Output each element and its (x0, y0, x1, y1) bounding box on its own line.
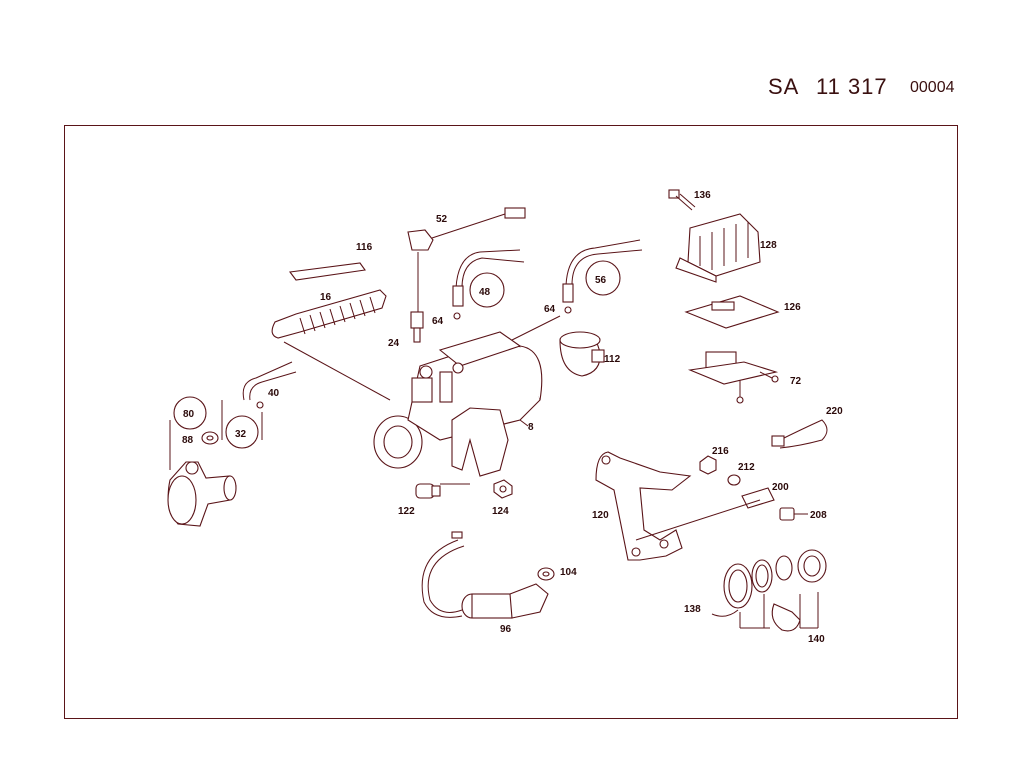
part-116-plate[interactable] (288, 262, 366, 281)
header-prefix: SA (768, 74, 800, 99)
part-136-bolt[interactable] (668, 189, 696, 211)
part-52-sensor-cable[interactable] (407, 207, 526, 312)
callout-122: 122 (398, 506, 415, 517)
callout-136: 136 (694, 190, 711, 201)
part-80-callout[interactable] (169, 396, 207, 470)
part-122-mount[interactable] (415, 483, 441, 499)
callout-124: 124 (492, 506, 509, 517)
part-200-plate[interactable] (741, 487, 775, 509)
part-72-module[interactable] (687, 351, 779, 404)
part-32-callout[interactable] (221, 400, 263, 449)
header-number: 11 317 (816, 74, 888, 99)
callout-64-left: 64 (432, 316, 444, 327)
diagram-frame (64, 125, 958, 719)
callout-64-right: 64 (544, 304, 556, 315)
callout-126: 126 (784, 302, 801, 313)
part-216-nut[interactable] (699, 455, 717, 475)
callout-216: 216 (712, 446, 729, 457)
part-126-bracket[interactable] (684, 295, 780, 329)
callout-72: 72 (790, 376, 802, 387)
callout-200: 200 (772, 482, 789, 493)
part-80-housing[interactable] (167, 461, 237, 527)
part-120-bracket[interactable] (595, 451, 761, 561)
callout-96: 96 (500, 624, 512, 635)
part-208-bolt[interactable] (779, 507, 808, 521)
part-48-cable[interactable] (452, 249, 525, 320)
part-140-spanner[interactable] (739, 592, 819, 632)
part-88-washer[interactable] (201, 431, 219, 445)
part-138-rings[interactable] (711, 549, 827, 617)
callout-104: 104 (560, 567, 577, 578)
callout-52: 52 (436, 214, 448, 225)
part-128-connector-block[interactable] (675, 213, 761, 283)
part-56-cable[interactable] (562, 239, 643, 314)
callout-48: 48 (479, 287, 491, 298)
callout-128: 128 (760, 240, 777, 251)
part-40-cable[interactable] (242, 361, 297, 409)
part-112-clamp[interactable] (559, 331, 605, 377)
header-code: 00004 (910, 79, 955, 96)
callout-88: 88 (182, 435, 194, 446)
callout-labels: 116 16 52 24 64 48 64 56 136 128 126 112… (182, 190, 843, 645)
part-212-washer[interactable] (727, 474, 741, 486)
callout-112: 112 (604, 354, 621, 365)
callout-212: 212 (738, 462, 755, 473)
callout-80: 80 (183, 409, 195, 420)
callout-208: 208 (810, 510, 827, 521)
part-8-heater-unit[interactable] (373, 315, 561, 485)
diagram-header: SA 11 317 00004 (740, 74, 970, 104)
part-104-grommet[interactable] (537, 567, 555, 581)
callout-8: 8 (528, 422, 534, 433)
callout-120: 120 (592, 510, 609, 521)
callout-116: 116 (356, 242, 373, 253)
callout-16: 16 (320, 292, 332, 303)
part-220-cable-tie[interactable] (771, 419, 828, 449)
callout-24: 24 (388, 338, 400, 349)
part-96-fuel-pump[interactable] (421, 531, 549, 619)
callout-138: 138 (684, 604, 701, 615)
callout-220: 220 (826, 406, 843, 417)
callout-40: 40 (268, 388, 280, 399)
part-24-sensor[interactable] (410, 311, 424, 343)
part-16-hose[interactable] (271, 289, 391, 401)
part-124-nut[interactable] (493, 479, 513, 499)
callout-32: 32 (235, 429, 247, 440)
callout-56: 56 (595, 275, 607, 286)
callout-140: 140 (808, 634, 825, 645)
